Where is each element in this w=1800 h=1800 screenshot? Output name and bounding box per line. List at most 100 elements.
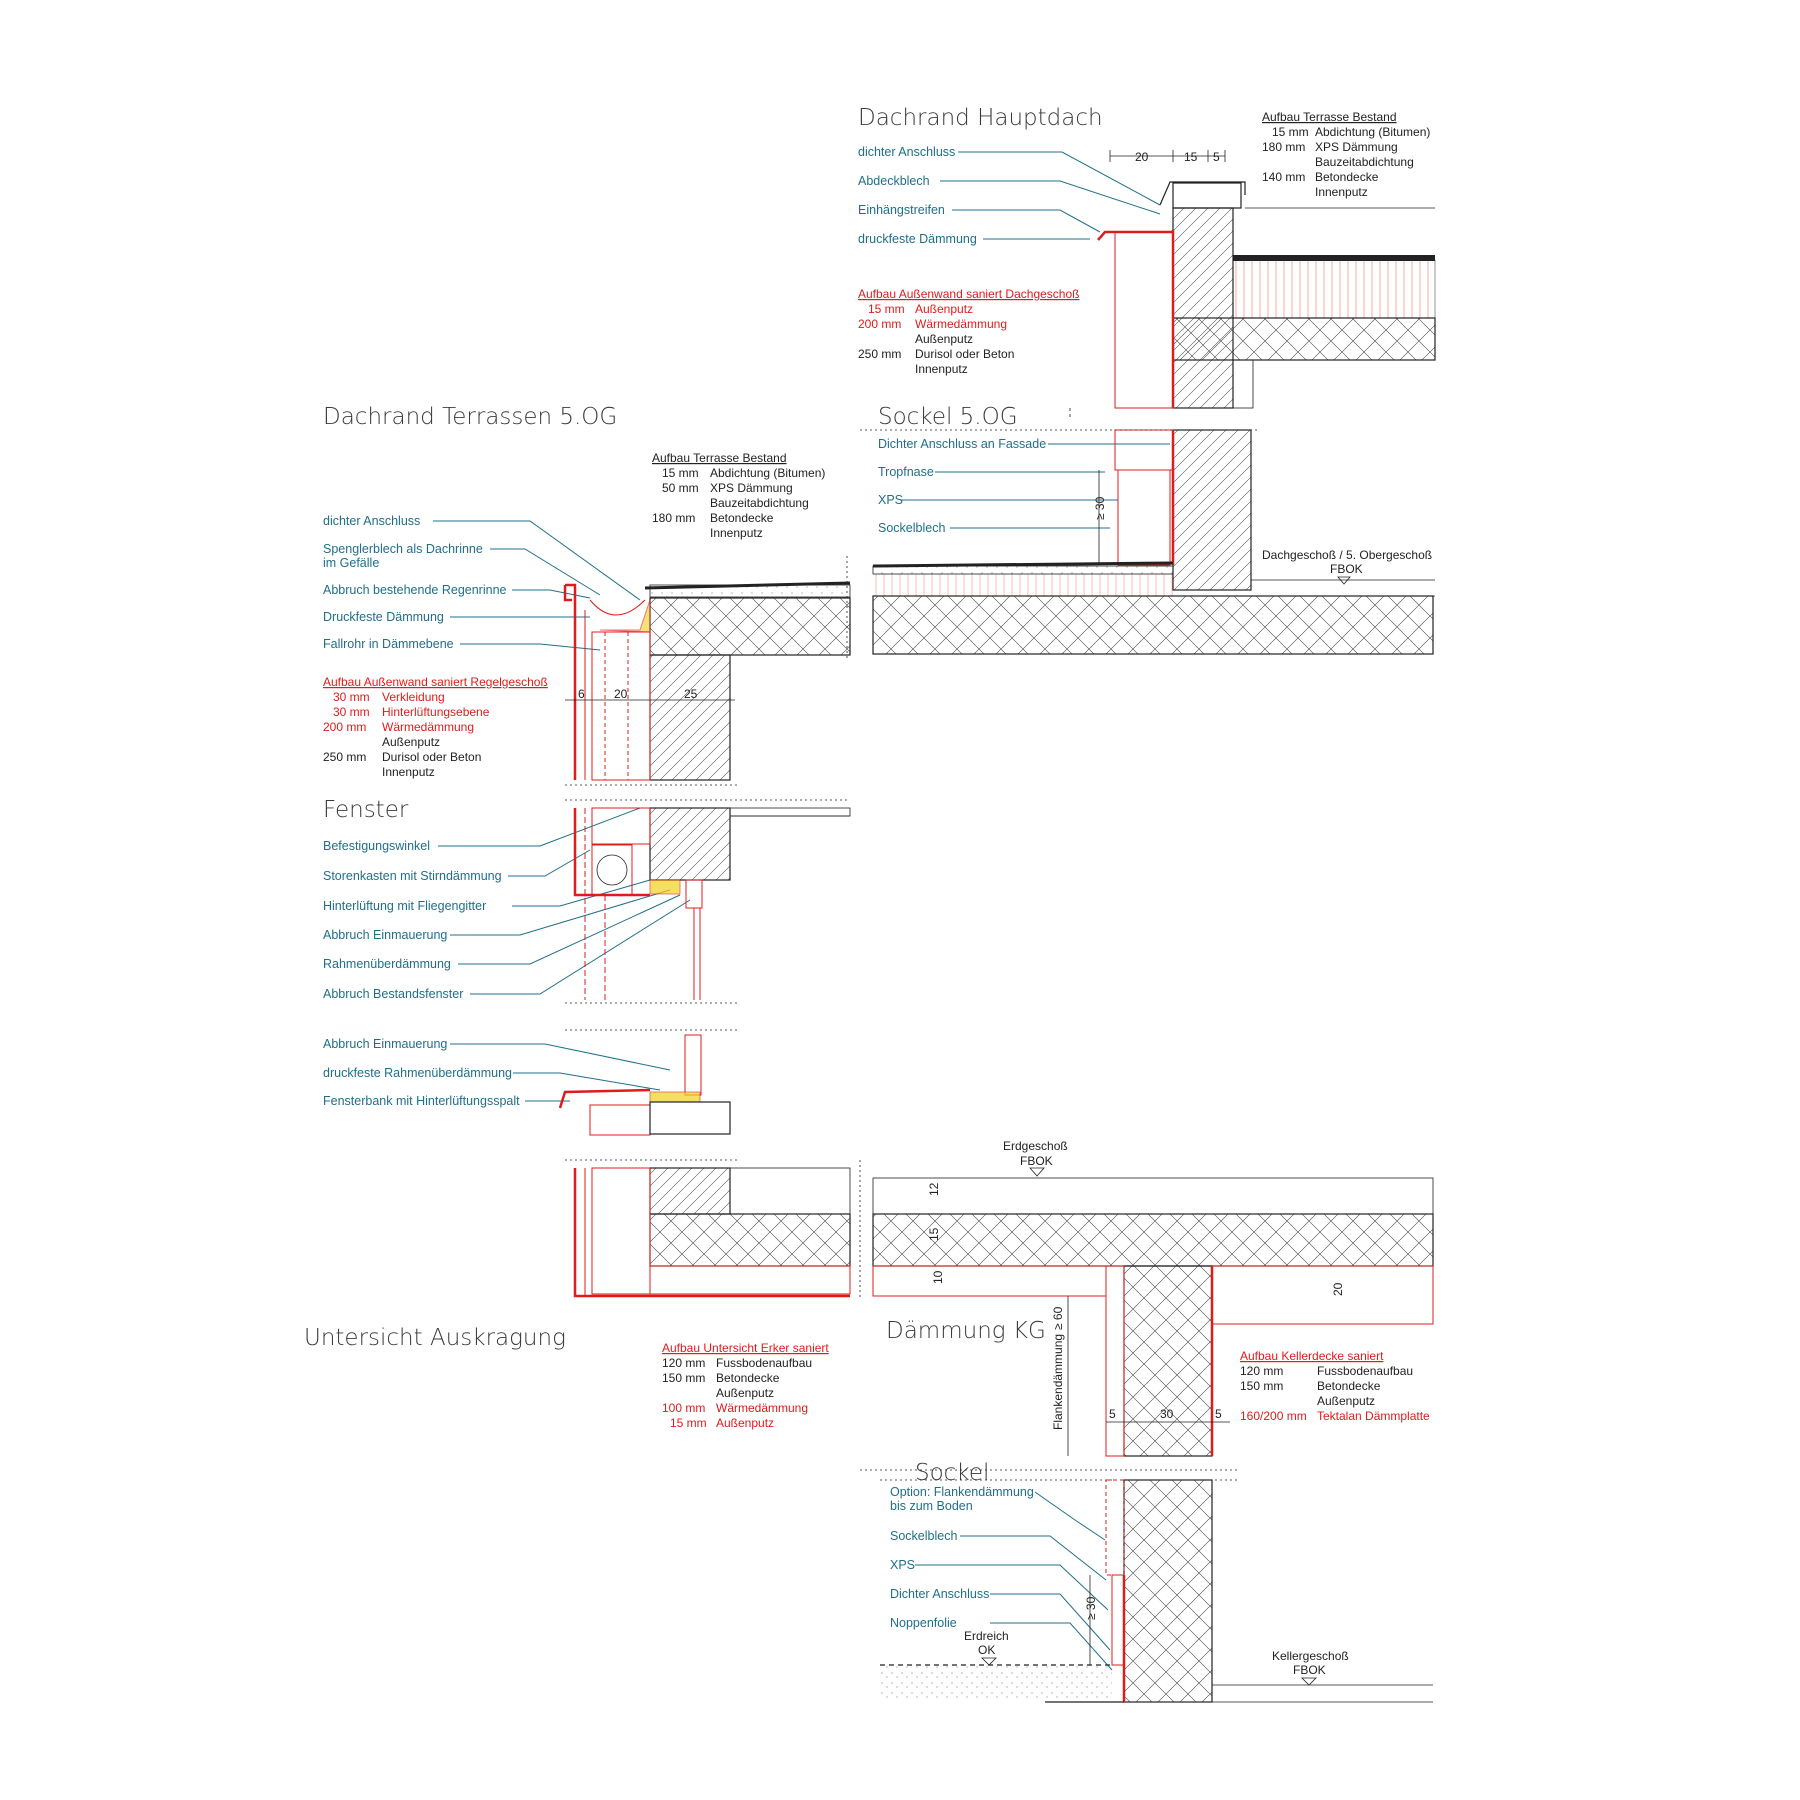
- row-text: Außenputz: [716, 1386, 774, 1400]
- kg-slab: [872, 1213, 1434, 1267]
- terrassen-wall: [649, 654, 731, 781]
- dim-kg-20: 20: [1331, 1282, 1345, 1296]
- hauptdach-xps: [1232, 259, 1436, 319]
- row-mm: 180 mm: [1262, 140, 1305, 154]
- title-untersicht: Untersicht Auskragung: [304, 1325, 566, 1351]
- bestand-hauptdach: Aufbau Terrasse Bestand 15 mm Abdichtung…: [1262, 110, 1430, 199]
- row-mm: 180 mm: [652, 511, 695, 525]
- title-dachrand-terrassen: Dachrand Terrassen 5.OG: [323, 404, 617, 430]
- row-text: Verkleidung: [382, 690, 445, 704]
- row-mm: 120 mm: [1240, 1364, 1283, 1378]
- row-mm: 160/200 mm: [1240, 1409, 1307, 1423]
- label-sockelblech: Sockelblech: [878, 521, 945, 535]
- level-mark-fbok-eg: FBOK: [1020, 1154, 1053, 1168]
- level-erdgeschoss: Erdgeschoß: [1003, 1139, 1068, 1153]
- label-fallrohr: Fallrohr in Dämmebene: [323, 637, 454, 651]
- hauptdach-insulation: [1114, 231, 1174, 409]
- dim-6: 6: [578, 687, 585, 701]
- label-sockelblech: Sockelblech: [890, 1529, 957, 1543]
- level-kellergeschoss: Kellergeschoß: [1272, 1649, 1349, 1663]
- row-mm: 30 mm: [333, 690, 370, 704]
- row-mm: 120 mm: [662, 1356, 705, 1370]
- row-text: Betondecke: [1317, 1379, 1381, 1393]
- label-dichter-anschluss-fassade: Dichter Anschluss an Fassade: [878, 437, 1046, 451]
- fenster-wall: [649, 807, 731, 881]
- labels-dachrand-hauptdach: dichter Anschluss Abdeckblech Einhängstr…: [858, 145, 977, 246]
- row-text: Tektalan Dämmplatte: [1317, 1409, 1430, 1423]
- dim-5: 5: [1213, 150, 1220, 164]
- label-befestigungswinkel: Befestigungswinkel: [323, 839, 430, 853]
- label-flankendaemmung: Flankendämmung: [1051, 1334, 1065, 1430]
- heading-kellerdecke: Aufbau Kellerdecke saniert: [1240, 1349, 1384, 1363]
- dim-20: 20: [1135, 150, 1149, 164]
- label-abbruch-regenrinne: Abbruch bestehende Regenrinne: [323, 583, 507, 597]
- dim-ge30-sockel: ≥ 30: [1084, 1596, 1098, 1620]
- row-text: XPS Dämmung: [710, 481, 793, 495]
- label-druckfeste-daemmung: Druckfeste Dämmung: [323, 610, 444, 624]
- dim-20: 20: [614, 687, 628, 701]
- kg-floor: [872, 1177, 1434, 1215]
- terrassen-slab: [649, 597, 851, 656]
- label-dichter-anschluss: dichter Anschluss: [323, 514, 420, 528]
- hauptdach-slab: [1172, 317, 1436, 361]
- dim-kg-5a: 5: [1109, 1407, 1116, 1421]
- label-abdeckblech: Abdeckblech: [858, 174, 930, 188]
- section-untersicht-auskragung: Untersicht Auskragung Aufbau Untersicht …: [304, 1139, 1068, 1430]
- row-text: Bauzeitabdichtung: [710, 496, 809, 510]
- title-fenster: Fenster: [323, 797, 409, 823]
- section-dachrand-hauptdach: Dachrand Hauptdach dichter Anschluss Abd…: [858, 105, 1436, 409]
- label-abbruch-einmauerung: Abbruch Einmauerung: [323, 928, 447, 942]
- row-text: Wärmedämmung: [382, 720, 474, 734]
- heading-saniert-regelgeschoss: Aufbau Außenwand saniert Regelgeschoß: [323, 675, 548, 689]
- row-mm: 50 mm: [662, 481, 699, 495]
- dim-25: 25: [684, 687, 698, 701]
- label-druckfeste-daemmung: druckfeste Dämmung: [858, 232, 977, 246]
- row-text: Innenputz: [382, 765, 435, 779]
- break-lines: [565, 429, 1260, 1471]
- row-text: Betondecke: [1315, 170, 1379, 184]
- row-mm: 150 mm: [1240, 1379, 1283, 1393]
- label-rahmenueberdaemmung: Rahmenüberdämmung: [323, 957, 451, 971]
- untersicht-insulation: [649, 1265, 851, 1295]
- row-text: Innenputz: [710, 526, 763, 540]
- label-bis-zum-boden: bis zum Boden: [890, 1499, 973, 1513]
- dim-ge60: ≥ 60: [1051, 1306, 1065, 1330]
- row-text: Hinterlüftungsebene: [382, 705, 490, 719]
- section-sockel: Sockel Option: Flankendämmung bis zum Bo…: [880, 1460, 1433, 1703]
- level-dachgeschoss: Dachgeschoß / 5. Obergeschoß: [1262, 548, 1432, 562]
- section-daemmung-kg: Dämmung KG Flankendämmung ≥ 60 5 30 5 12…: [872, 1177, 1434, 1457]
- heading-bestand: Aufbau Terrasse Bestand: [652, 451, 787, 465]
- label-dichter-anschluss: Dichter Anschluss: [890, 1587, 989, 1601]
- row-mm: 30 mm: [333, 705, 370, 719]
- label-erdreich: Erdreich: [964, 1629, 1009, 1643]
- row-text: Durisol oder Beton: [382, 750, 481, 764]
- label-xps: XPS: [890, 1558, 915, 1572]
- dim-kg-15: 15: [927, 1227, 941, 1241]
- label-fensterbank: Fensterbank mit Hinterlüftungsspalt: [323, 1094, 520, 1108]
- row-text: Abdichtung (Bitumen): [1315, 125, 1430, 139]
- level-mark-fbok-5og: FBOK: [1330, 562, 1363, 576]
- leaders-dachrand-hauptdach: [940, 151, 1161, 240]
- label-abbruch-bestandsfenster: Abbruch Bestandsfenster: [323, 987, 463, 1001]
- saniert-dachgeschoss: Aufbau Außenwand saniert Dachgeschoß 15 …: [858, 287, 1079, 376]
- label-noppenfolie: Noppenfolie: [890, 1616, 957, 1630]
- title-sockel-5og: Sockel 5.OG: [878, 404, 1018, 430]
- label-storenkasten: Storenkasten mit Stirndämmung: [323, 869, 502, 883]
- row-text: Außenputz: [915, 332, 973, 346]
- row-mm: 250 mm: [858, 347, 901, 361]
- sockel-wall: [1123, 1479, 1213, 1703]
- terrassen-insulation: [591, 631, 651, 781]
- title-sockel: Sockel: [915, 1460, 989, 1486]
- heading-saniert-dachgeschoss: Aufbau Außenwand saniert Dachgeschoß: [858, 287, 1079, 301]
- roller-icon: [596, 854, 628, 886]
- label-hinterlueftung: Hinterlüftung mit Fliegengitter: [323, 899, 486, 913]
- row-mm: 200 mm: [323, 720, 366, 734]
- row-text: Außenputz: [716, 1416, 774, 1430]
- level-mark-fbok-kg: FBOK: [1293, 1663, 1326, 1677]
- sockel5og-xps: [1117, 469, 1171, 566]
- row-mm: 140 mm: [1262, 170, 1305, 184]
- untersicht-slab: [649, 1213, 851, 1267]
- dim-ge30-5og: ≥ 30: [1093, 496, 1107, 520]
- row-text: Außenputz: [915, 302, 973, 316]
